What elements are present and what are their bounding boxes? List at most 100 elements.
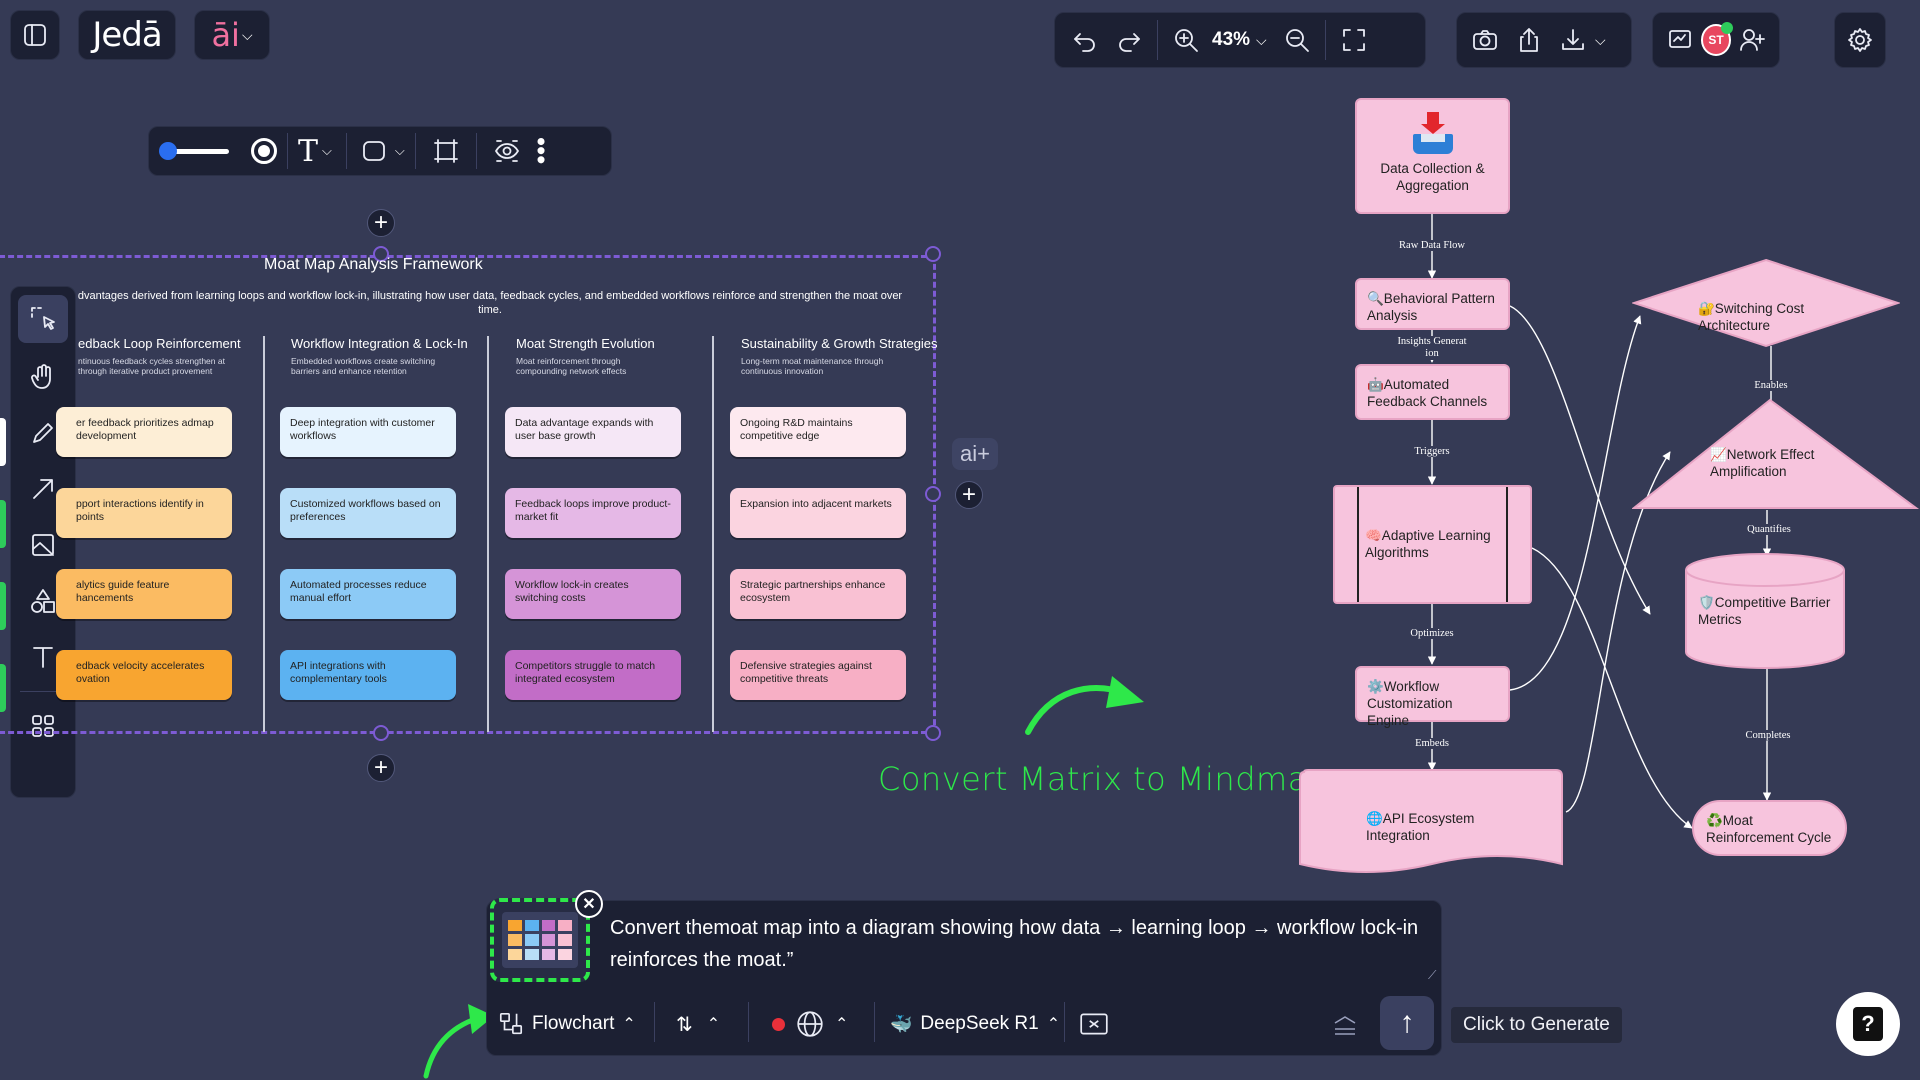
matrix-card[interactable]: Feedback loops improve product-market fi… [505,488,681,538]
text-style-icon[interactable]: T [298,133,319,169]
frame-handle[interactable] [925,725,941,741]
camera-icon[interactable] [1463,18,1507,62]
resize-handle-icon[interactable]: ⟋ [1428,968,1437,982]
divider [20,691,66,692]
node-workflow-engine[interactable]: ⚙️Workflow Customization Engine [1355,666,1510,728]
node-label: 🧠Adaptive Learning Algorithms [1365,528,1491,560]
matrix-card[interactable]: Automated processes reduce manual effort [280,569,456,619]
node-barrier-metrics[interactable]: 🛡️Competitive Barrier Metrics [1698,594,1838,628]
zoom-level[interactable]: 43% [1212,29,1251,50]
node-data-collection[interactable]: Data Collection & Aggregation [1355,98,1510,214]
prompt-input[interactable]: Convert themoat map into a diagram showi… [610,917,1419,971]
node-network-effect[interactable]: 📈Network Effect Amplification [1710,446,1860,480]
chevron-down-icon[interactable]: ⌵ [1595,31,1606,48]
help-button[interactable]: ? [1836,992,1900,1056]
matrix-card[interactable]: Defensive strategies against competitive… [730,650,906,700]
frame-handle[interactable] [373,246,389,262]
column-title: Sustainability & Growth Strategies [741,336,938,351]
divider [345,133,347,169]
add-below-button[interactable]: + [367,754,395,782]
frame-handle[interactable] [925,486,941,502]
arrow-up-icon: ↑ [1399,1006,1415,1039]
chevron-down-icon[interactable]: ⌵ [322,143,332,158]
matrix-card[interactable]: Strategic partnerships enhance ecosystem [730,569,906,619]
annotation-arrow [1025,676,1144,735]
matrix-card[interactable]: Workflow lock-in creates switching costs [505,569,681,619]
add-user-icon[interactable] [1731,18,1773,62]
chevron-down-icon[interactable]: ⌵ [394,143,405,158]
ai-plus-button[interactable]: ai+ [952,438,998,470]
online-status-dot [1721,22,1734,34]
edge-tab[interactable] [0,500,6,548]
text-tool-icon[interactable] [21,635,65,679]
expand-panel-button[interactable] [1330,1010,1360,1040]
matrix-card[interactable]: Customized workflows based on preference… [280,488,456,538]
edge-tab[interactable] [0,582,6,630]
direction-selector[interactable]: ⇅ ⌃ [676,1006,720,1042]
chat-history-button[interactable] [1078,1006,1110,1042]
matrix-card[interactable]: Deep integration with customer workflows [280,407,456,457]
frame-handle[interactable] [925,246,941,262]
zoom-out-icon[interactable] [1275,18,1319,62]
matrix-card[interactable]: Expansion into adjacent markets [730,488,906,538]
share-upload-icon[interactable] [1507,18,1551,62]
ai-menu-button[interactable]: āi ⌵ [194,10,270,60]
matrix-card[interactable]: Ongoing R&D maintains competitive edge [730,407,906,457]
shapes-tool-icon[interactable] [21,579,65,623]
image-tool-icon[interactable] [21,523,65,567]
matrix-card[interactable]: edback velocity accelerates ovation [56,650,232,700]
node-automated-feedback[interactable]: 🤖Automated Feedback Channels [1355,364,1510,420]
generate-button[interactable]: ↑ [1380,996,1434,1050]
matrix-card[interactable]: Data advantage expands with user base gr… [505,407,681,457]
sidebar-toggle-button[interactable] [10,10,60,60]
model-selector[interactable]: 🐳 DeepSeek R1 ⌃ [890,1006,1060,1042]
source-selector[interactable]: ⌃ [772,1006,848,1042]
node-switching-cost[interactable]: 🔐Switching Cost Architecture [1698,300,1848,334]
node-label: 🤖Automated Feedback Channels [1367,377,1488,409]
undo-icon[interactable] [1063,18,1107,62]
node-behavioral-analysis[interactable]: 🔍Behavioral Pattern Analysis [1355,278,1510,330]
node-api-ecosystem[interactable]: 🌐API Ecosystem Integration [1366,810,1526,844]
chevron-down-icon[interactable]: ⌵ [1256,31,1267,48]
fullscreen-icon[interactable] [1332,18,1376,62]
matrix-card[interactable]: Competitors struggle to match integrated… [505,650,681,700]
select-tool-icon[interactable] [18,295,68,343]
zoom-in-icon[interactable] [1164,18,1208,62]
diagram-type-selector[interactable]: Flowchart ⌃ [498,1006,636,1042]
edge-label: Optimizes [1398,628,1466,639]
remove-attachment-button[interactable]: ✕ [575,890,603,918]
presentation-icon[interactable] [1659,18,1701,62]
column-subtitle: Embedded workflows create switching barr… [291,356,436,376]
frame-select-icon[interactable] [426,129,466,173]
download-icon[interactable] [1551,18,1595,62]
matrix-card[interactable]: er feedback prioritizes admap developmen… [56,407,232,457]
node-adaptive-learning[interactable]: 🧠Adaptive Learning Algorithms [1333,485,1532,604]
matrix-card[interactable]: alytics guide feature hancements [56,569,232,619]
annotation-arrow [423,1004,494,1079]
add-right-button[interactable]: + [955,481,983,509]
pencil-tool-icon[interactable] [21,411,65,455]
prompt-attachment-thumbnail[interactable] [490,898,590,982]
settings-button[interactable] [1834,12,1886,68]
edge-label: Completes [1734,730,1802,741]
matrix-card[interactable]: pport interactions identify in points [56,488,232,538]
column-title: Workflow Integration & Lock-In [291,336,468,351]
avatar[interactable]: ST [1700,22,1734,56]
visibility-icon[interactable] [487,129,527,173]
node-moat-cycle[interactable]: ♻️Moat Reinforcement Cycle [1692,800,1847,856]
stroke-width-slider[interactable] [159,141,233,161]
node-switching-cost-shape [1632,258,1900,348]
slider-thumb[interactable] [159,142,177,160]
shape-fill-icon[interactable] [357,129,391,173]
matrix-card[interactable]: API integrations with complementary tool… [280,650,456,700]
add-above-button[interactable]: + [367,209,395,237]
edge-tab[interactable] [0,418,6,466]
app-logo[interactable]: Jedā [78,10,176,60]
export-toolbar: ⌵ [1456,12,1632,68]
frame-handle[interactable] [373,725,389,741]
arrow-tool-icon[interactable] [21,467,65,511]
redo-icon[interactable] [1107,18,1151,62]
stroke-style-icon[interactable] [251,138,277,164]
edge-tab[interactable] [0,664,6,712]
hand-tool-icon[interactable] [21,355,65,399]
